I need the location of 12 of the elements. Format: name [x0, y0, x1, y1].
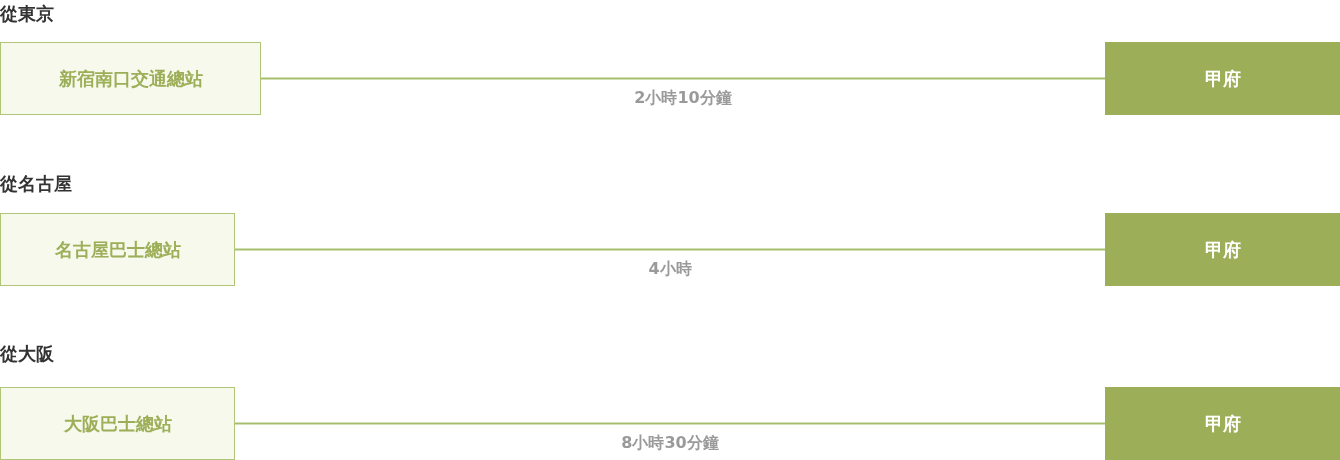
destination-box: 甲府	[1105, 42, 1340, 115]
destination-box: 甲府	[1105, 213, 1340, 286]
station-box: 名古屋巴士總站	[0, 213, 235, 286]
connector-line	[234, 422, 1106, 425]
section-heading: 從大阪	[0, 342, 54, 366]
destination-box: 甲府	[1105, 387, 1340, 460]
station-box: 新宿南口交通總站	[0, 42, 261, 115]
station-box: 大阪巴士總站	[0, 387, 235, 460]
connector-line	[234, 248, 1106, 251]
connector-line	[260, 77, 1106, 80]
section-heading: 從東京	[0, 2, 54, 26]
section-heading: 從名古屋	[0, 172, 72, 196]
